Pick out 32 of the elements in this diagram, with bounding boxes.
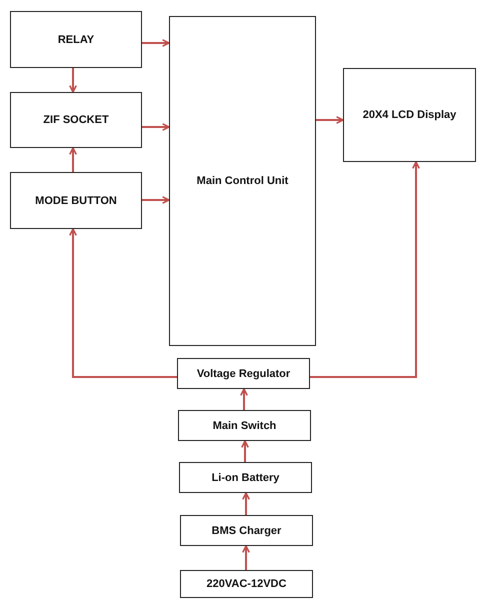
block-box [10, 92, 142, 148]
block-box [179, 462, 312, 493]
block-box [180, 570, 313, 598]
arrow [142, 123, 170, 131]
block-label: 220VAC-12VDC [206, 578, 286, 590]
control-unit-box [169, 16, 316, 346]
block-box [10, 11, 142, 68]
block-label: BMS Charger [212, 524, 282, 536]
block-box [178, 410, 311, 441]
block-label: Li-on Battery [212, 472, 280, 484]
arrow [242, 492, 250, 515]
arrow [142, 196, 170, 204]
arrow [241, 440, 249, 462]
block-label: ZIF SOCKET [43, 114, 109, 126]
arrow [310, 161, 420, 378]
arrow [69, 228, 177, 378]
block-label: Voltage Regulator [196, 368, 290, 380]
arrow [242, 545, 250, 570]
block-box [177, 358, 310, 389]
arrow [316, 116, 344, 124]
arrow [240, 388, 248, 410]
block-label: MODE BUTTON [35, 194, 117, 206]
block-box [180, 515, 313, 546]
block-label: 20X4 LCD Display [362, 109, 456, 121]
block-label: Main Switch [212, 420, 276, 432]
arrow [69, 147, 77, 172]
block-label: RELAY [58, 34, 94, 46]
block-label: Main Control Unit [196, 175, 288, 187]
block-box [343, 68, 476, 162]
block-box [10, 172, 142, 229]
arrow [69, 68, 77, 93]
arrow [142, 39, 170, 47]
